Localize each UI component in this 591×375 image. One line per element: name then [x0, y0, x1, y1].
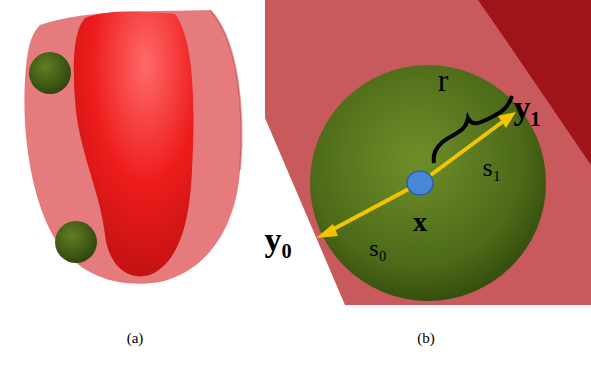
sphere: [29, 52, 71, 94]
point-label: y₀: [264, 223, 291, 257]
wall-zoom: [265, 0, 591, 305]
outer-wall: [24, 10, 241, 284]
arrowhead: [316, 224, 338, 238]
distance-label: s₀: [369, 236, 387, 260]
brace: [434, 96, 512, 163]
wall-edge: [210, 10, 241, 170]
center-dot: [407, 171, 433, 195]
arrowhead: [498, 112, 516, 128]
panel-label: (a): [127, 331, 144, 346]
sphere-zoom: [310, 65, 546, 301]
sphere: [55, 221, 97, 263]
arrow-s0: [328, 184, 418, 232]
distance-label: s₁: [482, 155, 501, 181]
panel-label: (b): [417, 331, 435, 346]
point-label: y₁: [513, 91, 540, 125]
radius-label: r: [438, 64, 449, 96]
center-label: x: [413, 208, 427, 236]
